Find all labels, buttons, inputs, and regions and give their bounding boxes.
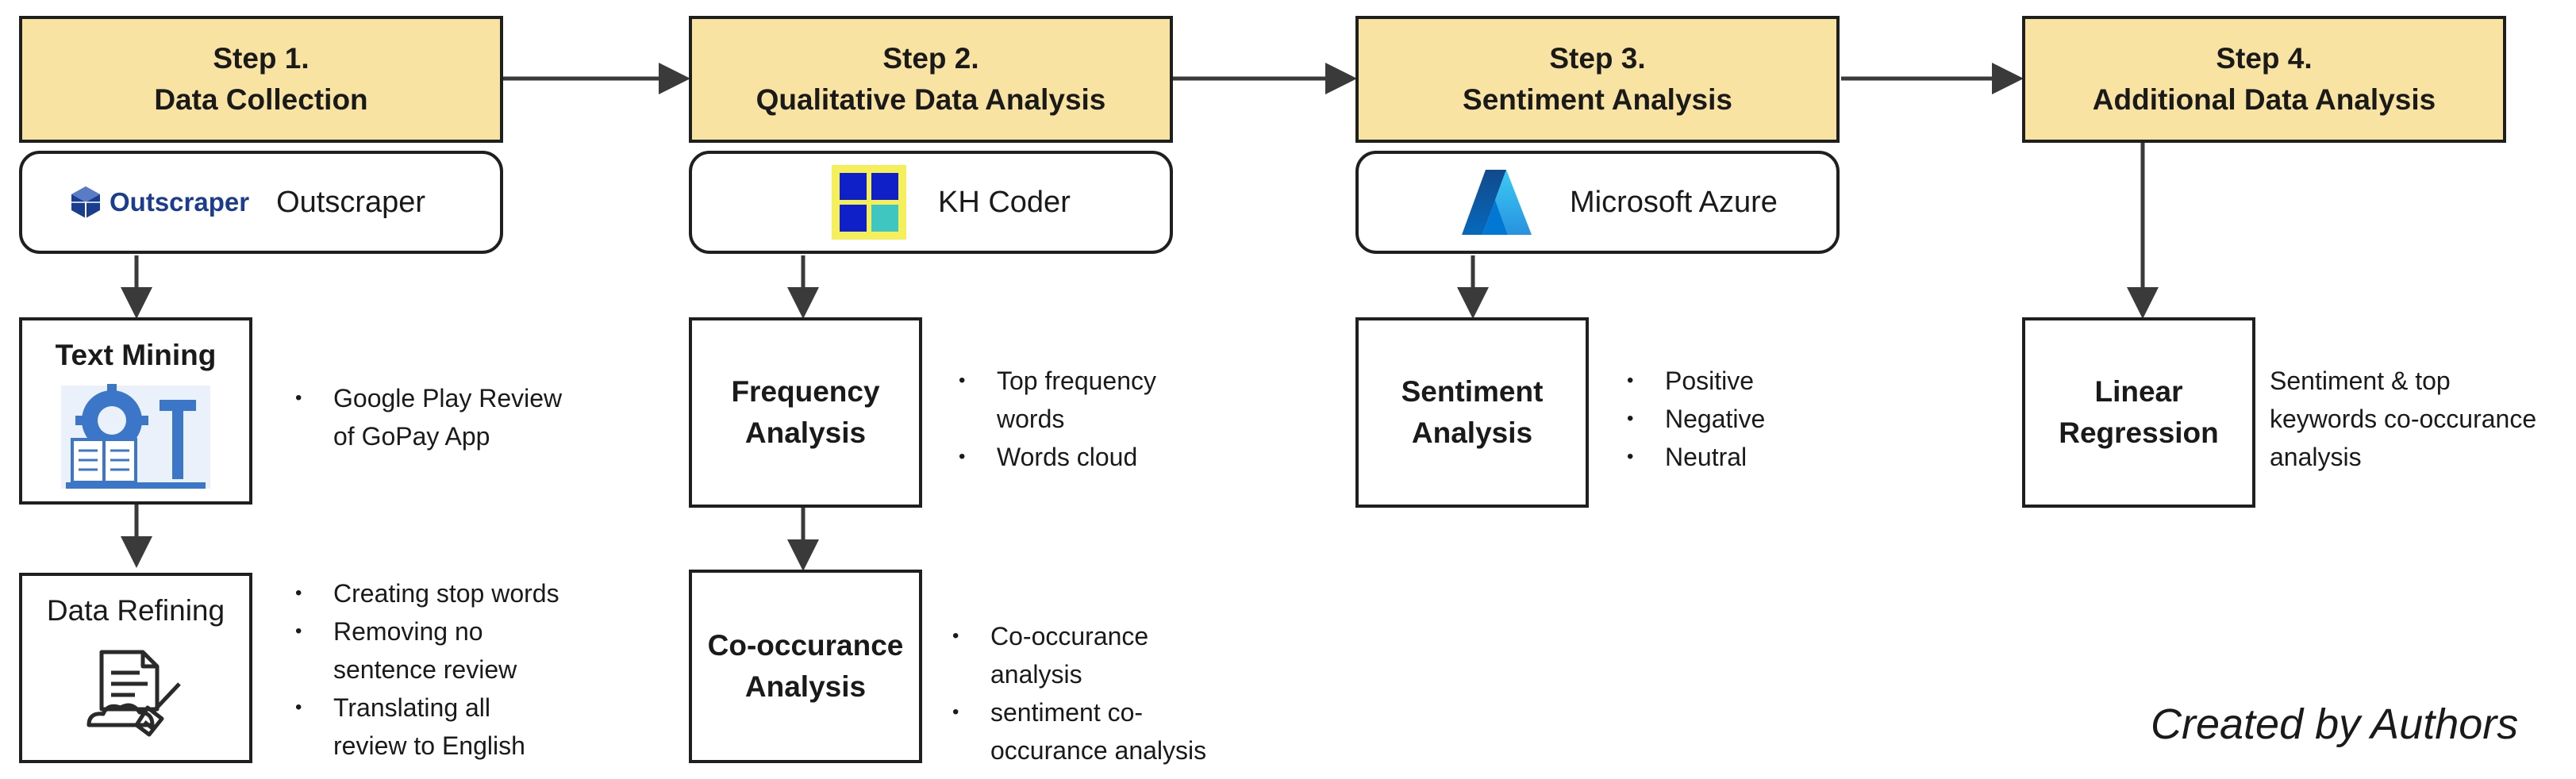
- data-refining-notes: Creating stop words Removing nosentence …: [295, 574, 559, 765]
- step-3-number: Step 3.: [1549, 42, 1646, 75]
- sentiment-notes: Positive Negative Neutral: [1627, 362, 1765, 476]
- text-mining-box: Text Mining: [19, 317, 252, 505]
- step-1-title: Data Collection: [154, 83, 368, 116]
- outscraper-name: Outscraper: [276, 185, 426, 219]
- azure-name: Microsoft Azure: [1570, 185, 1778, 219]
- sentiment-analysis-line1: Sentiment: [1401, 375, 1544, 408]
- sentiment-analysis-line2: Analysis: [1411, 416, 1533, 449]
- text-mining-gear-book-icon: [61, 384, 210, 489]
- frequency-analysis-line2: Analysis: [744, 416, 867, 449]
- step-1-number: Step 1.: [213, 42, 310, 75]
- azure-logo-icon: [1462, 170, 1532, 235]
- frequency-analysis-box: Frequency Analysis: [689, 317, 922, 508]
- step-2-header: Step 2. Qualitative Data Analysis: [689, 16, 1173, 143]
- step-2-title: Qualitative Data Analysis: [755, 83, 1106, 116]
- note-item: Words cloud: [959, 438, 1156, 476]
- cooccurance-analysis-line1: Co-occurance: [707, 629, 904, 662]
- sentiment-analysis-box: Sentiment Analysis: [1355, 317, 1589, 508]
- khcoder-name: KH Coder: [938, 185, 1071, 219]
- outscraper-logo-icon: [71, 186, 100, 218]
- cooccurance-analysis-box: Co-occurance Analysis: [689, 570, 922, 763]
- linear-regression-line1: Linear: [2094, 375, 2183, 408]
- step-2-number: Step 2.: [882, 42, 979, 75]
- step-1-header: Step 1. Data Collection: [19, 16, 503, 143]
- text-mining-label: Text Mining: [55, 339, 217, 371]
- step-4-header: Step 4. Additional Data Analysis: [2022, 16, 2506, 143]
- data-refining-label: Data Refining: [46, 594, 225, 627]
- step-4-title: Additional Data Analysis: [2092, 83, 2436, 116]
- tool-outscraper: Outscraper Outscraper: [19, 151, 503, 254]
- data-refining-document-broom-icon: [87, 650, 181, 737]
- step-4-number: Step 4.: [2216, 42, 2313, 75]
- credit-caption: Created by Authors: [2151, 700, 2519, 748]
- note-item: Creating stop words: [295, 574, 559, 612]
- regression-notes: Sentiment & top keywords co-occurance an…: [2270, 366, 2537, 471]
- khcoder-grid-icon: [832, 165, 906, 240]
- note-item: sentiment co-occurance analysis: [952, 693, 1206, 769]
- outscraper-logo-text: Outscraper: [110, 187, 250, 217]
- cooccurance-analysis-line2: Analysis: [744, 670, 867, 703]
- linear-regression-box: Linear Regression: [2022, 317, 2255, 508]
- note-item: Negative: [1627, 400, 1765, 438]
- step-3-header: Step 3. Sentiment Analysis: [1355, 16, 1840, 143]
- note-item: Neutral: [1627, 438, 1765, 476]
- tool-azure: Microsoft Azure: [1355, 151, 1840, 254]
- tool-khcoder: KH Coder: [689, 151, 1173, 254]
- note-item: Positive: [1627, 362, 1765, 400]
- data-refining-box: Data Refining: [19, 573, 252, 763]
- linear-regression-line2: Regression: [2059, 416, 2219, 449]
- frequency-analysis-line1: Frequency: [731, 375, 880, 408]
- step-3-title: Sentiment Analysis: [1463, 83, 1732, 116]
